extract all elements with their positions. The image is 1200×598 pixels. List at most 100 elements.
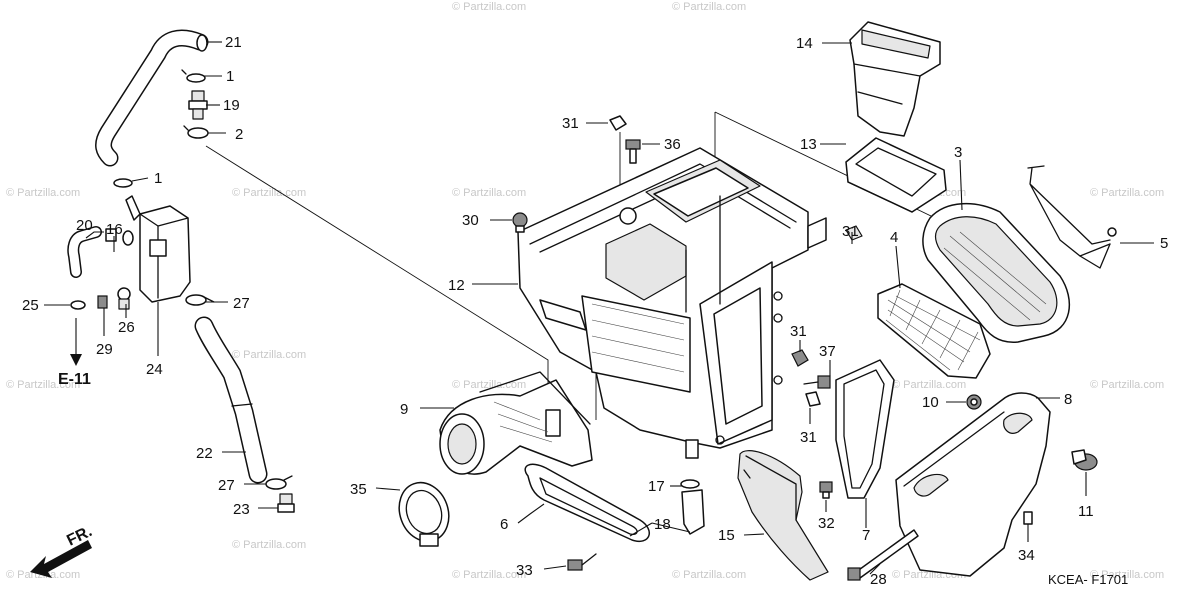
breather-tank-24: [125, 195, 191, 303]
watermark-8: © Partzilla.com: [232, 349, 306, 361]
watermark-20: © Partzilla.com: [672, 1, 746, 13]
callout-15: 15: [718, 527, 735, 544]
ref-line-box-to-filter: [714, 111, 961, 231]
clip-27-lower: [265, 475, 293, 490]
bolt-28: [847, 529, 919, 581]
nut-31-lower: [805, 391, 821, 407]
grommet-10: [966, 394, 982, 410]
ref-line-2-to-joint: [205, 145, 549, 408]
drain-hose-20: [67, 226, 102, 278]
callout-16: 16: [106, 221, 123, 238]
ref-label-e11: E-11: [58, 371, 91, 388]
callout-27-upper: 27: [233, 295, 250, 312]
callout-labels: 21 1 19 2 1 20 16 25 26 29 24 27 22 27 2…: [22, 34, 1168, 588]
callout-1-upper: 1: [226, 68, 234, 85]
callout-12: 12: [448, 277, 465, 294]
callout-14: 14: [796, 35, 813, 52]
watermark-11: © Partzilla.com: [892, 379, 966, 391]
inlet-duct-14: [849, 21, 941, 137]
callout-31-mid: 31: [790, 323, 807, 340]
bolt-32: [819, 481, 833, 499]
watermark-16: © Partzilla.com: [672, 569, 746, 581]
callout-9: 9: [400, 401, 408, 418]
callout-31-lower: 31: [800, 429, 817, 446]
callout-35: 35: [350, 481, 367, 498]
clip-17: [680, 479, 700, 489]
callout-28: 28: [870, 571, 887, 588]
callout-7: 7: [862, 527, 870, 544]
diagram-code: KCEA- F1701: [1048, 572, 1128, 587]
watermark-6: © Partzilla.com: [1090, 187, 1164, 199]
watermark-12: © Partzilla.com: [1090, 379, 1164, 391]
callout-27-lower: 27: [218, 477, 235, 494]
grommet-30: [512, 212, 528, 233]
callout-31-right: 31: [842, 223, 859, 240]
callout-1-lower: 1: [154, 170, 162, 187]
callout-10: 10: [922, 394, 939, 411]
callout-4: 4: [890, 229, 898, 246]
bolt-36: [625, 139, 641, 164]
side-cover-8: [895, 392, 1051, 577]
callout-33: 33: [516, 562, 533, 579]
screw-11: [1071, 449, 1098, 471]
watermark-15: © Partzilla.com: [452, 569, 526, 581]
callout-17: 17: [648, 478, 665, 495]
callout-36: 36: [664, 136, 681, 153]
callout-37: 37: [819, 343, 836, 360]
clip-16: [105, 228, 134, 246]
callout-22: 22: [196, 445, 213, 462]
duct-15: [737, 450, 829, 581]
watermark-1: © Partzilla.com: [6, 187, 80, 199]
watermark-7: © Partzilla.com: [6, 379, 80, 391]
nut-31-upper-right: [845, 225, 863, 241]
callout-11: 11: [1078, 503, 1094, 520]
air-cleaner-case-12: [517, 147, 827, 459]
hose-clip-2: [183, 125, 209, 139]
callout-6: 6: [500, 516, 508, 533]
callout-2: 2: [235, 126, 243, 143]
callout-5: 5: [1160, 235, 1168, 252]
plug-25: [70, 300, 86, 310]
callout-13: 13: [800, 136, 817, 153]
leader-lines: [44, 41, 1154, 575]
clip-27-upper: [185, 294, 215, 306]
air-cleaner-element-3: [922, 202, 1071, 343]
callout-26: 26: [118, 319, 135, 336]
hose-clip-1-lower: [113, 178, 133, 188]
callout-8: 8: [1064, 391, 1072, 408]
holder-wire-5: [1027, 165, 1117, 269]
breather-hose-21: [95, 29, 209, 167]
callout-21: 21: [225, 34, 242, 51]
hose-22: [194, 316, 268, 484]
seal-6: [524, 463, 650, 543]
fitting-19: [188, 90, 208, 120]
bushing-34: [1023, 511, 1033, 525]
watermark-18: © Partzilla.com: [1090, 569, 1164, 581]
callout-29: 29: [96, 341, 113, 358]
callout-20: 20: [76, 217, 93, 234]
callout-24: 24: [146, 361, 163, 378]
callout-30: 30: [462, 212, 479, 229]
drain-arrow: [70, 318, 82, 366]
callout-18: 18: [654, 516, 671, 533]
bolt-37: [803, 375, 831, 389]
bolt-29: [97, 295, 108, 309]
nut-31-top: [609, 115, 627, 131]
callout-25: 25: [22, 297, 39, 314]
callout-3: 3: [954, 144, 962, 161]
watermark-2: © Partzilla.com: [232, 187, 306, 199]
watermark-3: © Partzilla.com: [452, 187, 526, 199]
nut-31-mid: [791, 349, 809, 367]
watermark-9: © Partzilla.com: [452, 379, 526, 391]
watermark-14: © Partzilla.com: [232, 539, 306, 551]
element-holder-4: [877, 283, 991, 379]
seal-7: [835, 359, 895, 499]
band-35: [398, 481, 450, 547]
connecting-tube-9: [439, 371, 593, 475]
fitting-23: [277, 493, 295, 513]
callout-31-top: 31: [562, 115, 579, 132]
seal-13: [845, 137, 947, 213]
watermark-19: © Partzilla.com: [452, 1, 526, 13]
